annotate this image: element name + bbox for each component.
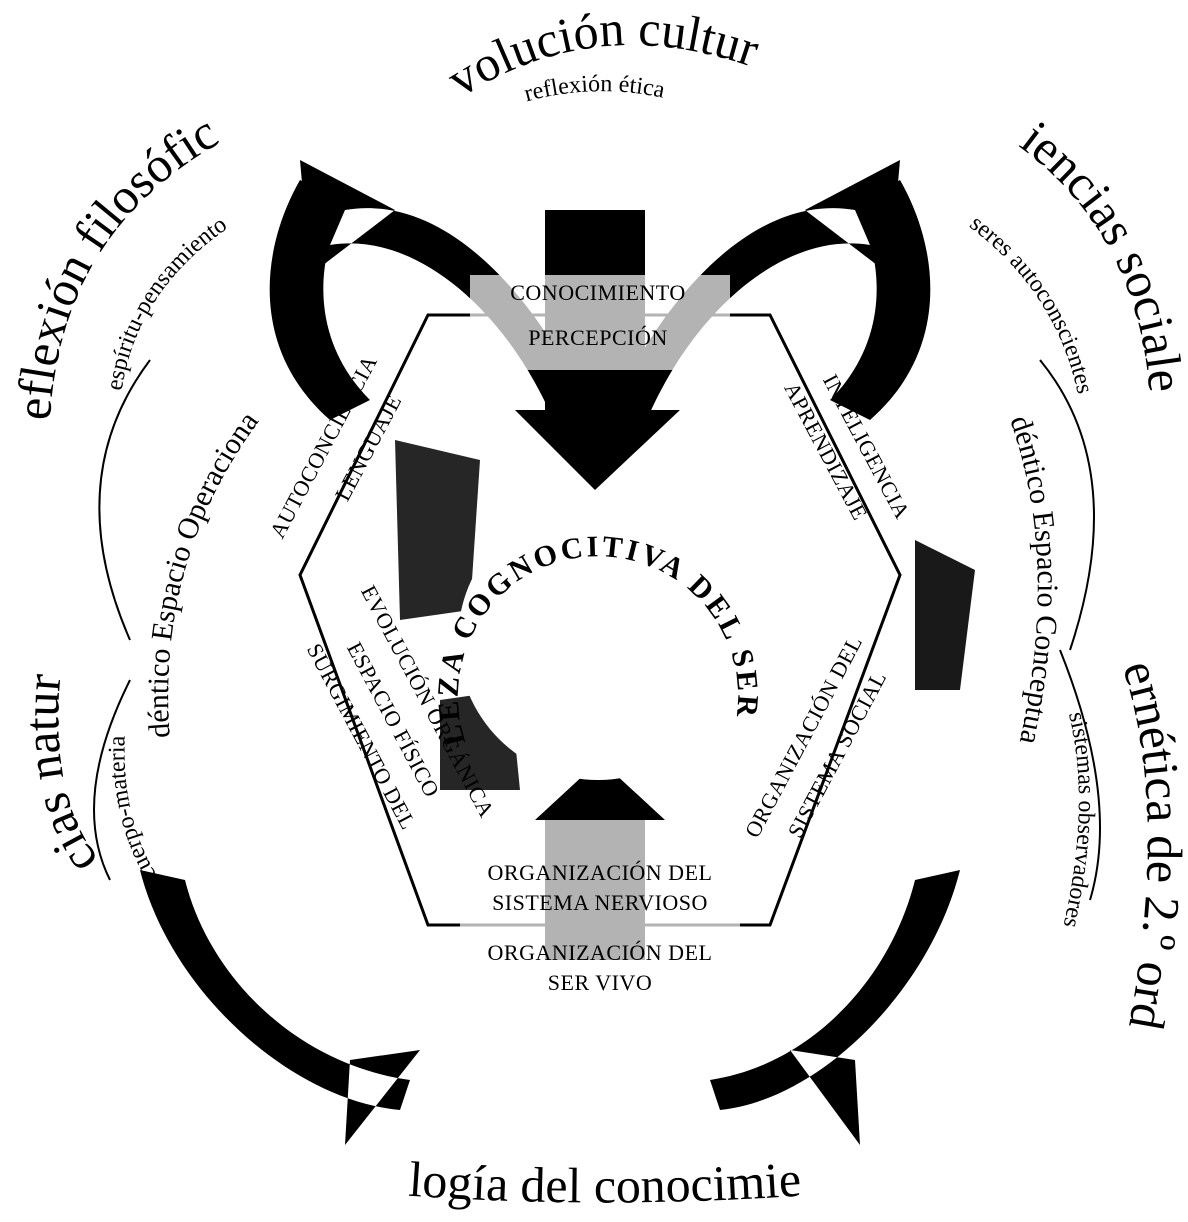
subtitle-lower-left: cuerpo-materia	[104, 735, 162, 885]
hex-bottom-line3: ORGANIZACIÓN DEL	[488, 940, 713, 965]
hex-bottom-line2: SISTEMA NERVIOSO	[492, 890, 708, 915]
subtitle-top: reflexión ética	[522, 71, 668, 107]
hex-bottom-line4: SER VIVO	[548, 970, 652, 995]
arrow-lower-left	[140, 870, 420, 1145]
arrow-lower-right	[710, 870, 960, 1145]
subtitle-upper-right: seres autoconscientes	[965, 210, 1098, 396]
guide-arc-left-upper	[99, 360, 150, 640]
title-lower-left: ciencias naturales	[0, 0, 108, 886]
shade-right-mid	[915, 540, 975, 690]
subtitle-lower-right: sistemas observadores	[1058, 709, 1099, 930]
hex-bottom-line1: ORGANIZACIÓN DEL	[488, 860, 713, 885]
hex-label-lower-right: ORGANIZACIÓN DEL SISTEMA SOCIAL	[740, 631, 901, 859]
hex-top-line1: CONOCIMIENTO	[510, 280, 685, 305]
hex-top-line2: PERCEPCIÓN	[528, 325, 667, 350]
